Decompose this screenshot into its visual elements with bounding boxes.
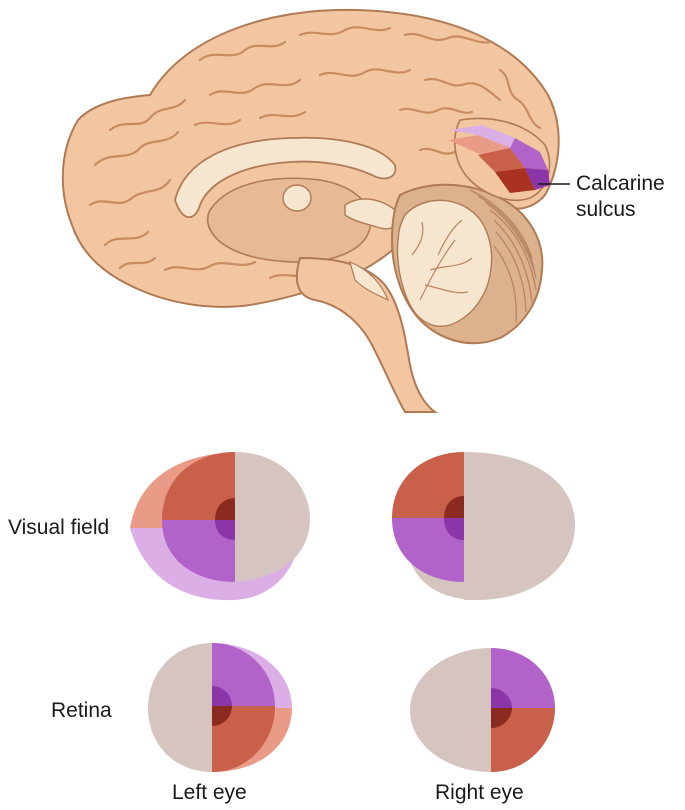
left-eye-retina — [148, 643, 292, 772]
cerebellar-folia — [469, 189, 537, 323]
lvf-upper — [162, 452, 235, 520]
rvf-fovea-lower — [444, 518, 464, 540]
brainstem — [295, 256, 439, 413]
brain-illustration — [61, 8, 570, 413]
gyri-folds — [88, 26, 542, 280]
lvf-lower — [162, 520, 235, 582]
lret-lower-red — [212, 706, 275, 772]
lvf-fovea-upper — [215, 498, 235, 520]
left-eye-label: Left eye — [172, 781, 247, 804]
lret-upper-purple — [212, 643, 275, 706]
rvf-gray-half — [464, 452, 575, 600]
lret-gray-half — [148, 643, 212, 772]
calcarine-label-line1: Calcarine — [576, 172, 665, 195]
calcarine-label-line2: sulcus — [576, 198, 636, 221]
rret-gray-half — [410, 648, 491, 772]
rret-upper-purple — [491, 648, 555, 708]
left-eye-visual-field — [130, 452, 310, 601]
retina-label: Retina — [51, 699, 112, 722]
calcarine-cortex-upper-light — [448, 135, 510, 155]
calcarine-cortex-purple — [510, 138, 548, 170]
arbor-vitae — [396, 199, 493, 327]
calcarine-cortex-dark — [495, 168, 535, 193]
rvf-upper — [392, 452, 464, 518]
lvf-fovea-lower — [215, 520, 235, 540]
thalamus — [206, 177, 372, 263]
rvf-lower — [392, 518, 464, 582]
corpus-callosum — [174, 136, 397, 219]
rvf-fovea-upper — [444, 496, 464, 518]
right-eye-visual-field — [392, 452, 575, 600]
rret-fovea-purple — [491, 688, 512, 708]
rret-lower-red — [491, 708, 555, 772]
thalamic-nucleus — [282, 184, 312, 212]
right-eye-label: Right eye — [435, 781, 524, 804]
lvf-gray-half — [235, 452, 310, 582]
lret-fovea-purple — [212, 686, 232, 706]
arbor-branches — [411, 219, 473, 301]
visual-field-label: Visual field — [8, 516, 110, 539]
rret-fovea-red — [491, 708, 512, 728]
rvf-shadow — [410, 560, 478, 600]
fourth-ventricle — [349, 260, 390, 302]
calcarine-cortex-upper — [478, 148, 525, 172]
calcarine-cortex-purple-light — [450, 125, 515, 148]
lret-fovea-red — [212, 706, 232, 726]
right-eye-retina — [410, 648, 555, 772]
